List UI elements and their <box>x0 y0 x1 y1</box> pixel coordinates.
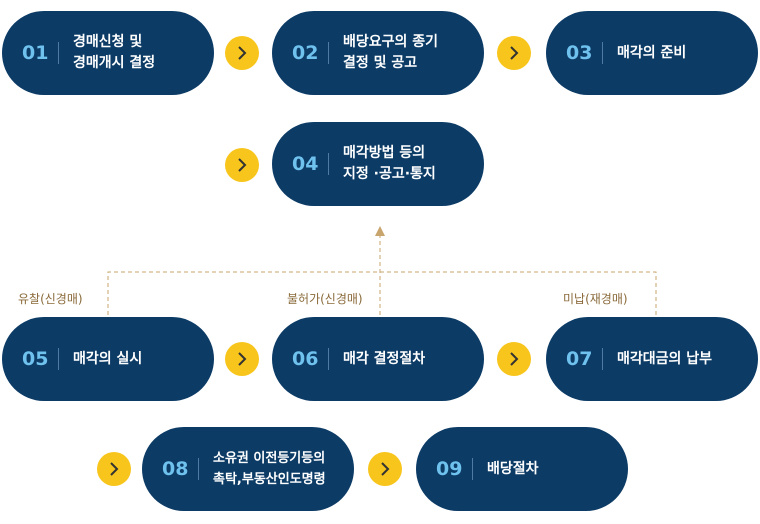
chevron-right-icon <box>225 36 259 70</box>
step-number: 03 <box>566 42 593 64</box>
step-number: 06 <box>292 348 319 370</box>
step-label: 소유권 이전등기등의 촉탁,부동산인도명령 <box>213 451 326 487</box>
step-number: 01 <box>22 42 49 64</box>
step-divider <box>602 42 603 64</box>
step-09: 09 배당절차 <box>416 427 628 511</box>
chevron-right-icon <box>497 342 531 376</box>
step-label: 매각방법 등의 지정 ·공고·통지 <box>343 145 436 182</box>
step-number: 09 <box>436 458 463 480</box>
step-04: 04 매각방법 등의 지정 ·공고·통지 <box>272 122 484 206</box>
chevron-right-icon <box>497 36 531 70</box>
return-arrowhead <box>375 226 385 236</box>
step-divider <box>328 348 329 370</box>
note-unpaid: 미납(재경매) <box>563 292 628 306</box>
step-06: 06 매각 결정절차 <box>272 317 484 401</box>
step-08: 08 소유권 이전등기등의 촉탁,부동산인도명령 <box>142 427 354 511</box>
note-rebid-denied: 불허가(신경매) <box>287 292 363 306</box>
step-divider <box>58 42 59 64</box>
step-divider <box>328 42 329 64</box>
step-divider <box>472 458 473 480</box>
step-divider <box>328 153 329 175</box>
note-rebid-failed: 유찰(신경매) <box>18 292 83 306</box>
return-connector <box>107 271 657 315</box>
step-label: 매각의 준비 <box>617 44 687 61</box>
step-label: 매각의 실시 <box>73 350 143 367</box>
step-label: 경매신청 및 경매개시 결정 <box>73 34 156 71</box>
step-label: 매각 결정절차 <box>343 350 426 367</box>
step-number: 04 <box>292 153 319 175</box>
chevron-right-icon <box>225 342 259 376</box>
step-01: 01 경매신청 및 경매개시 결정 <box>2 11 214 95</box>
step-07: 07 매각대금의 납부 <box>546 317 758 401</box>
step-divider <box>58 348 59 370</box>
chevron-right-icon <box>97 452 131 486</box>
step-label: 배당요구의 종기 결정 및 공고 <box>343 34 439 71</box>
step-05: 05 매각의 실시 <box>2 317 214 401</box>
step-label: 매각대금의 납부 <box>617 350 713 367</box>
step-02: 02 배당요구의 종기 결정 및 공고 <box>272 11 484 95</box>
step-divider <box>198 458 199 480</box>
step-number: 07 <box>566 348 593 370</box>
step-number: 08 <box>162 458 189 480</box>
step-number: 02 <box>292 42 319 64</box>
chevron-right-icon <box>368 452 402 486</box>
step-divider <box>602 348 603 370</box>
step-label: 배당절차 <box>487 460 539 477</box>
step-03: 03 매각의 준비 <box>546 11 758 95</box>
chevron-right-icon <box>225 148 259 182</box>
step-number: 05 <box>22 348 49 370</box>
